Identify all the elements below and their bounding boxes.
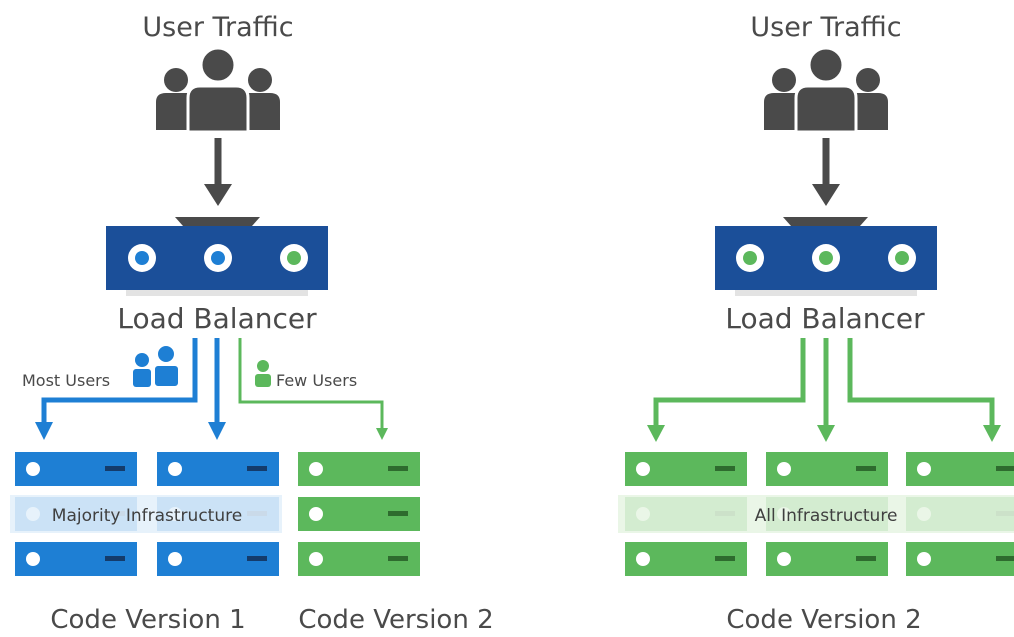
right-load-balancer-label: Load Balancer xyxy=(725,302,925,335)
all-infrastructure-band xyxy=(618,495,1014,533)
users-group-icon xyxy=(154,46,282,134)
arrow-down-icon xyxy=(204,138,232,206)
left-load-balancer-label: Load Balancer xyxy=(117,302,317,335)
few-users-label: Few Users xyxy=(276,371,357,390)
code-version-2-label-right: Code Version 2 xyxy=(726,605,921,635)
arrow-down-icon xyxy=(812,138,840,206)
load-balancer-icon xyxy=(106,217,328,296)
right-title: User Traffic xyxy=(750,12,901,43)
left-title: User Traffic xyxy=(142,12,293,43)
code-version-2-label-left: Code Version 2 xyxy=(298,605,493,635)
server-rack-version-2 xyxy=(298,452,420,576)
right-diagram: User Traffic Load Balancer xyxy=(618,12,1014,635)
most-users-icon xyxy=(133,344,180,388)
load-balancer-icon xyxy=(715,217,937,296)
majority-infrastructure-label: Majority Infrastructure xyxy=(52,506,242,526)
code-version-1-label: Code Version 1 xyxy=(50,605,245,635)
all-users-arrows xyxy=(647,338,1001,442)
few-users-icon xyxy=(255,360,271,387)
left-diagram: User Traffic Load Balancer xyxy=(10,12,494,635)
majority-infrastructure-band xyxy=(10,495,282,533)
most-users-label: Most Users xyxy=(22,371,110,390)
all-infrastructure-label: All Infrastructure xyxy=(755,506,898,526)
most-users-arrows xyxy=(35,338,226,440)
users-group-icon xyxy=(762,46,890,134)
few-users-arrow xyxy=(238,338,388,440)
